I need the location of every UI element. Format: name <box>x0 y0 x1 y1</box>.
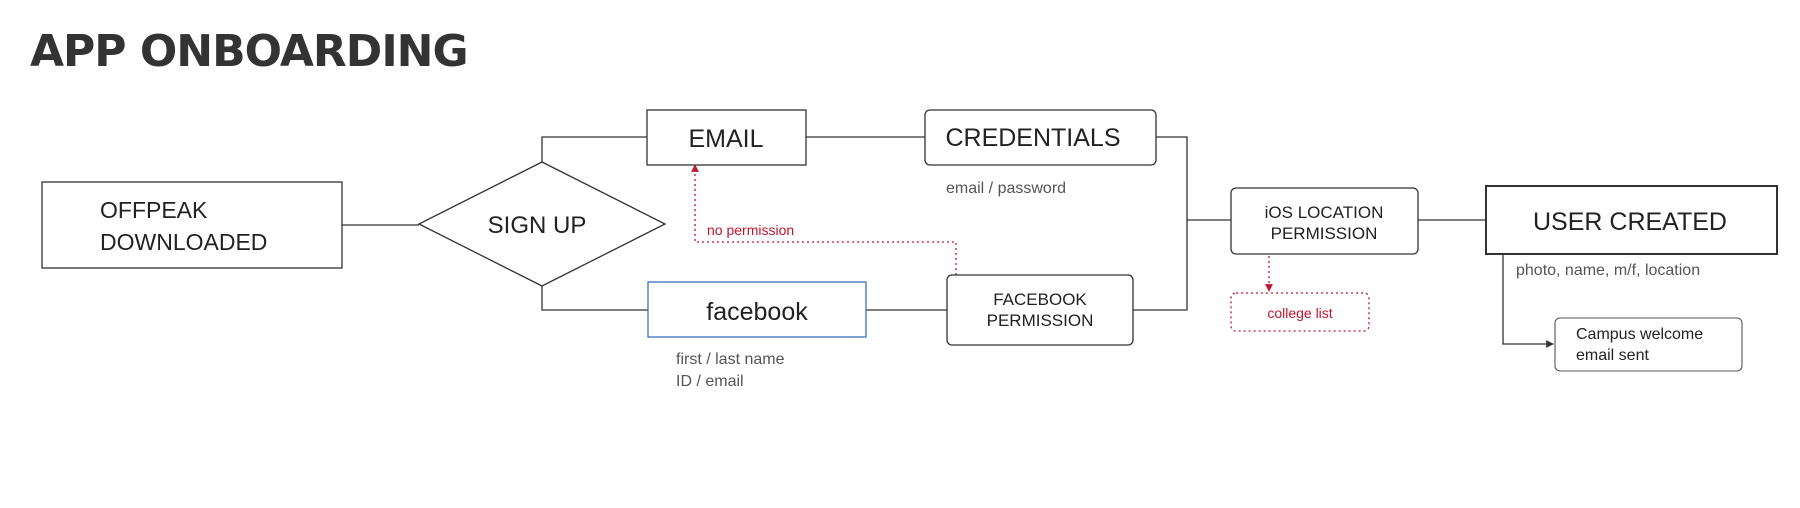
page-title: APP ONBOARDING <box>30 26 468 77</box>
node-email-label: EMAIL <box>688 125 763 153</box>
connector-user-campus <box>1502 254 1554 348</box>
node-college-list: college list <box>1230 292 1370 332</box>
node-campus-line2: email sent <box>1576 347 1649 364</box>
node-facebook: facebook <box>647 281 867 338</box>
node-fb-permission-line2: PERMISSION <box>987 311 1094 330</box>
node-offpeak-downloaded: OFFPEAK DOWNLOADED <box>41 181 343 269</box>
node-credentials: CREDENTIALS <box>924 109 1157 166</box>
node-ios-location-permission: iOS LOCATION PERMISSION <box>1230 187 1419 255</box>
connector-signup-facebook <box>541 286 648 311</box>
red-dotted-paths <box>691 164 1273 292</box>
connectors <box>341 136 1554 348</box>
facebook-note-line2: ID / email <box>676 373 744 390</box>
node-fb-permission-line1: FACEBOOK <box>993 290 1087 309</box>
node-campus-line1: Campus welcome <box>1576 326 1703 343</box>
connector-signup-email <box>541 136 647 162</box>
node-sign-up-label: SIGN UP <box>488 212 587 239</box>
node-offpeak-line1: OFFPEAK <box>100 197 208 223</box>
node-email: EMAIL <box>646 109 807 166</box>
connector-merge-right <box>1133 136 1188 311</box>
node-user-created-label: USER CREATED <box>1533 208 1727 236</box>
facebook-note-line1: first / last name <box>676 351 785 368</box>
node-college-list-label: college list <box>1267 305 1332 321</box>
no-permission-path <box>691 164 957 275</box>
node-ios-line2: PERMISSION <box>1271 224 1378 243</box>
user-created-note: photo, name, m/f, location <box>1516 262 1700 279</box>
node-ios-line1: iOS LOCATION <box>1265 203 1384 222</box>
node-sign-up: SIGN UP <box>417 161 667 287</box>
node-facebook-label: facebook <box>706 298 808 326</box>
node-credentials-label: CREDENTIALS <box>945 124 1120 152</box>
no-permission-label: no permission <box>707 222 794 238</box>
credentials-note: email / password <box>946 180 1066 197</box>
node-facebook-permission: FACEBOOK PERMISSION <box>946 274 1134 346</box>
node-offpeak-line2: DOWNLOADED <box>100 229 267 255</box>
node-campus-welcome-email: Campus welcome email sent <box>1554 317 1743 372</box>
node-user-created: USER CREATED <box>1485 185 1778 255</box>
